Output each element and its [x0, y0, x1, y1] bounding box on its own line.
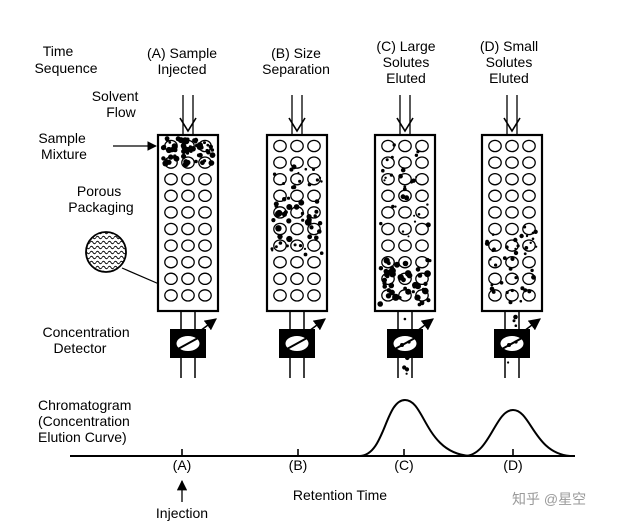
solute-particles — [484, 225, 538, 305]
time-sequence-label: Time Sequence — [34, 43, 97, 76]
concentration-detector-label: Concentration Detector — [42, 324, 133, 356]
concentration-detector-icon — [494, 318, 541, 358]
concentration-detector-icon — [279, 318, 326, 358]
concentration-detector-icon — [170, 318, 217, 358]
solute-particles — [160, 136, 216, 168]
axis-label-b: (B) — [289, 457, 308, 473]
axis-label-d: (D) — [503, 457, 522, 473]
injection-label: Injection — [156, 505, 208, 521]
axis-label-a: (A) — [173, 457, 192, 473]
packing-beads — [488, 139, 536, 302]
flow-arrow-icon — [396, 117, 414, 133]
retention-time-label: Retention Time — [293, 487, 387, 503]
flow-arrow-icon — [179, 117, 197, 133]
packing-beads — [273, 139, 321, 302]
solute-particles — [270, 164, 324, 257]
peak-small-solutes — [464, 408, 571, 457]
concentration-detector-icon — [387, 318, 434, 358]
porous-bead-icon — [85, 231, 127, 273]
axis-label-c: (C) — [394, 457, 413, 473]
chromatogram-label: Chromatogram (Concentration Elution Curv… — [38, 397, 135, 445]
sample-mixture-label: Sample Mixture — [38, 130, 89, 162]
porous-packaging-label: Porous Packaging — [68, 183, 133, 215]
flow-arrow-icon — [288, 117, 306, 133]
solvent-flow-label: Solvent Flow — [92, 88, 143, 120]
peak-large-solutes — [359, 398, 471, 457]
flow-arrow-icon — [503, 117, 521, 133]
solute-particles — [377, 143, 432, 307]
watermark: 知乎 @星空 — [512, 491, 586, 507]
